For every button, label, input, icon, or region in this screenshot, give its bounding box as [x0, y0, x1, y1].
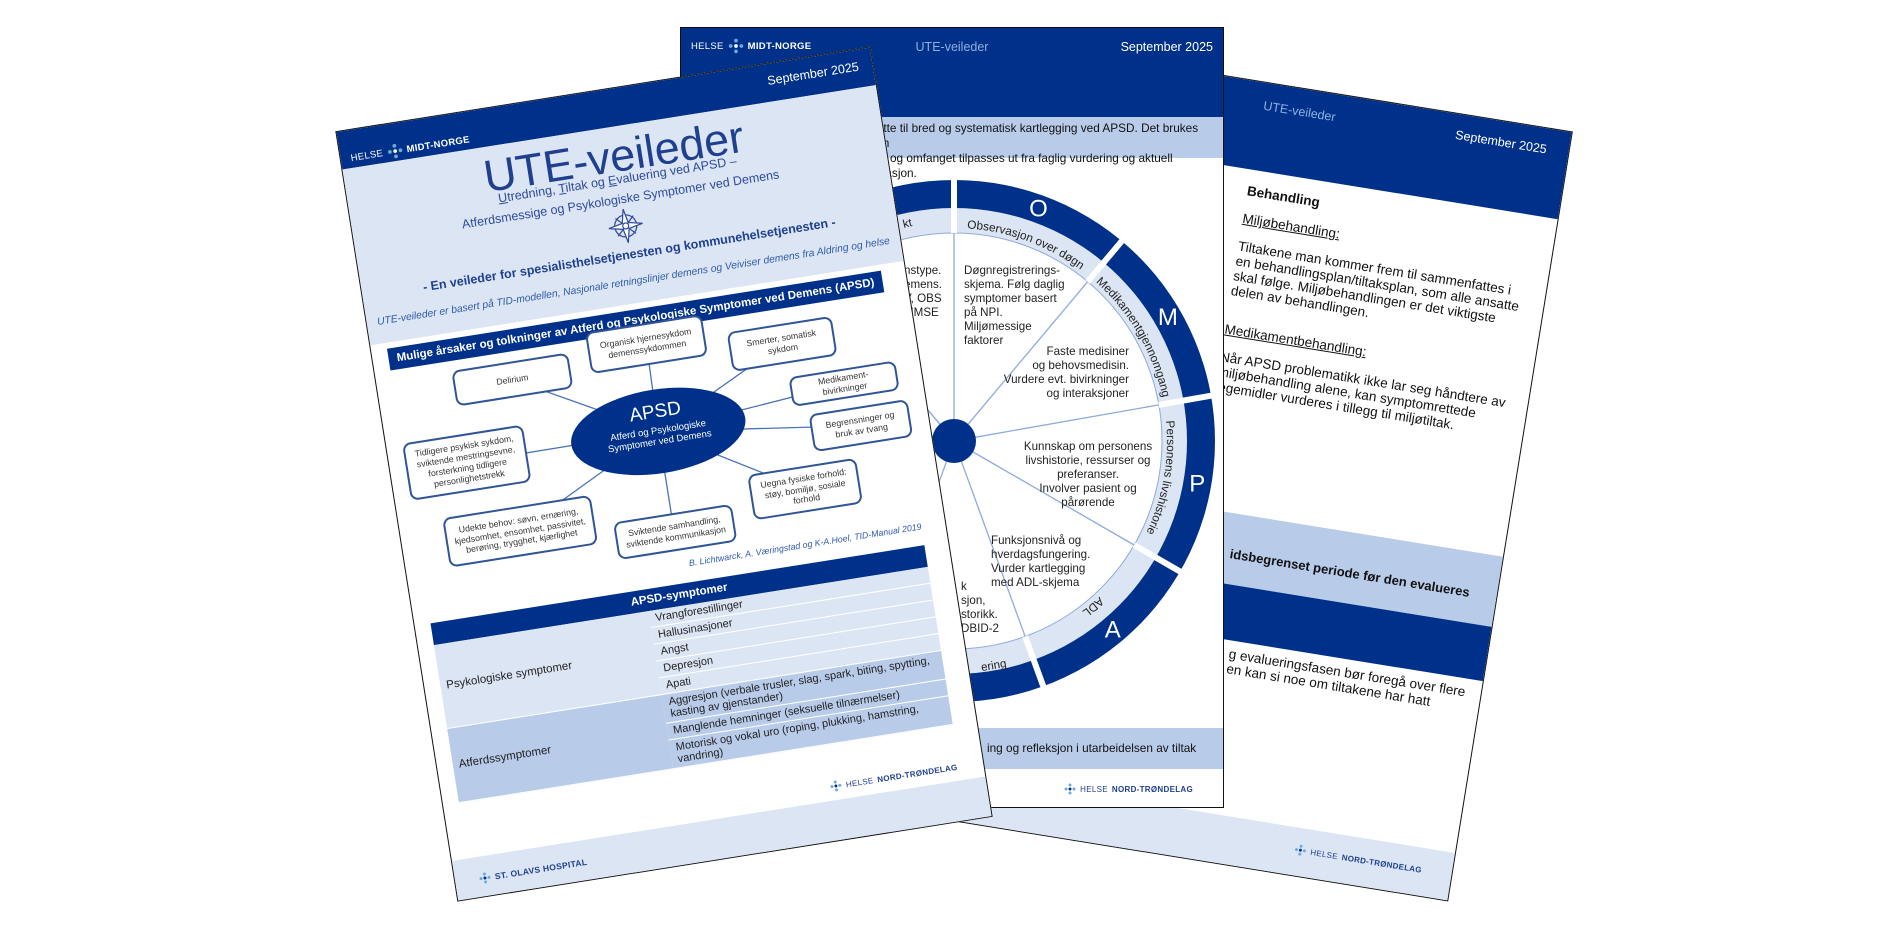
text-line: Vurder kartlegging	[991, 562, 1086, 575]
segment-letter-m: M	[1158, 304, 1178, 331]
page-cover: HELSE MIDT-NORGE September 2025 UTE-veil…	[335, 46, 993, 902]
text-line: livshistorie, ressurser og	[1025, 454, 1151, 467]
logo-dots-icon	[1295, 844, 1307, 856]
text-line: Miljømessige	[964, 320, 1032, 333]
segment-letter-a: A	[1105, 617, 1121, 644]
text-line: med ADL-skjema	[991, 576, 1080, 589]
text-line: storikk.	[961, 608, 998, 621]
text-line: Døgnregistrerings-	[964, 264, 1060, 277]
text-line: DBID-2	[961, 622, 1000, 635]
text-line: Involver pasient og	[1039, 482, 1137, 495]
text-line: på NPI.	[964, 306, 1003, 319]
logo-helse-midt-norge: HELSE MIDT-NORGE	[691, 38, 811, 54]
wheel-spoke	[960, 461, 1026, 637]
text-line: Vurdere evt. bivirkninger	[1003, 373, 1129, 386]
segment-text-partial-top: nstype. emens. V, OBS MMSE	[904, 264, 942, 320]
text-line: Funksjonsnivå og	[991, 534, 1082, 547]
text-line: k	[961, 580, 967, 593]
text-line: emens.	[904, 278, 943, 291]
logo-region: MIDT-NORGE	[747, 40, 812, 52]
bottom-band-text: ing og refleksjon i utarbeidelsen av til…	[987, 741, 1197, 755]
logo-st-olavs: ST. OLAVS HOSPITAL	[478, 856, 588, 885]
text-line: faktorer	[964, 334, 1004, 347]
page-behandling: UTE-veileder September 2025 Behandling M…	[911, 44, 1573, 902]
text-line: skjema. Følg daglig	[964, 278, 1065, 291]
logo-helse: HELSE	[691, 40, 724, 52]
subheading-miljobehandling: Miljøbehandling:	[1241, 210, 1341, 242]
wheel-spoke	[972, 451, 1135, 546]
text-line: Kunnskap om personens	[1023, 440, 1153, 453]
header-title: UTE-veileder	[915, 40, 989, 54]
compass-icon	[608, 208, 643, 243]
text-line: Faste medisiner	[1046, 345, 1129, 358]
text-line: og behovsmedisin.	[1032, 359, 1129, 372]
logo-dots-icon	[728, 38, 743, 54]
segment-letter-o: O	[1029, 195, 1048, 222]
text-line: hverdagsfungering.	[991, 548, 1091, 561]
wheel-spoke	[967, 281, 1089, 425]
logo-helse: HELSE	[1080, 784, 1108, 794]
text-line: preferanser.	[1057, 468, 1119, 481]
logo-dots-icon	[830, 780, 842, 792]
logo-dots-icon	[387, 143, 402, 159]
segment-text-adl: Funksjonsnivå og hverdagsfungering. Vurd…	[991, 534, 1090, 590]
paragraph-medikamentbehandling: Når APSD problematikk ikke lar seg håndt…	[1214, 349, 1506, 440]
wheel-segment-gap	[1132, 542, 1185, 576]
segment-text-partial-bottom: k sjon, storikk. DBID-2	[961, 580, 999, 636]
wheel-segment-gap	[1022, 635, 1048, 691]
segment-letter-p: P	[1189, 470, 1205, 497]
text-line: nstype.	[904, 264, 942, 277]
segment-text-observasjon: Døgnregistrerings- skjema. Følg daglig s…	[964, 264, 1065, 348]
header-date: September 2025	[1120, 40, 1213, 54]
wheel-spoke	[975, 404, 1159, 438]
text-line: sjon,	[961, 594, 986, 607]
wheel-segment-gap	[1085, 236, 1126, 284]
logo-helse-midt-norge: HELSE MIDT-NORGE	[349, 131, 471, 166]
segment-text-medikament: Faste medisiner og behovsmedisin. Vurder…	[1004, 345, 1129, 401]
wheel-hub	[932, 419, 976, 463]
logo-dots-icon	[1064, 783, 1076, 795]
text-line: V, OBS	[904, 292, 942, 305]
text-line: pårørende	[1061, 496, 1115, 509]
logo-dots-icon	[479, 872, 491, 884]
paragraph-miljobehandling: Tiltakene man kommer frem til sammenfatt…	[1230, 239, 1523, 344]
segment-text-personens: Kunnskap om personens livshistorie, ress…	[1013, 440, 1163, 510]
logo-region: NORD-TRØNDELAG	[1111, 784, 1193, 794]
section-heading: Behandling	[1246, 183, 1321, 210]
wheel-segment-gap	[1158, 392, 1215, 408]
text-line: symptomer basert	[964, 292, 1057, 305]
text-line: og interaksjoner	[1046, 387, 1130, 400]
